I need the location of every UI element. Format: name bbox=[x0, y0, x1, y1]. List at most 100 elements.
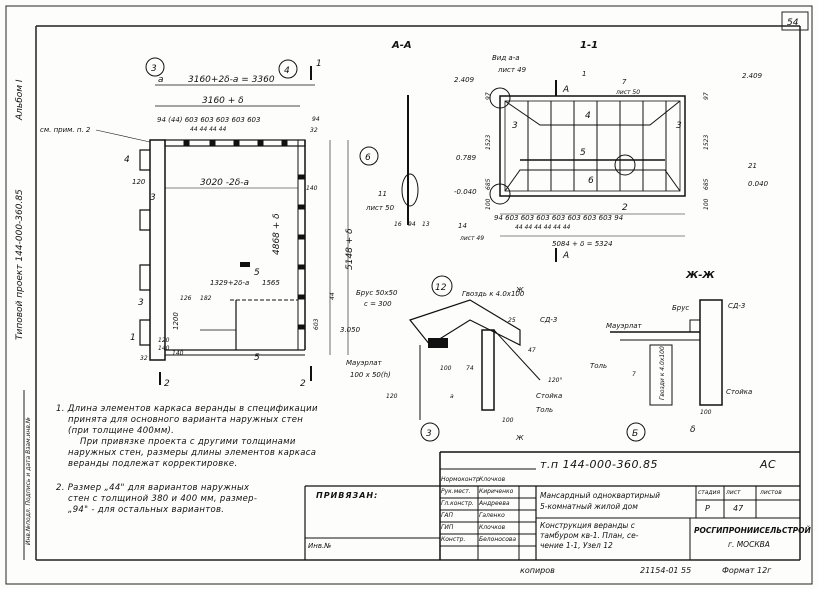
node-120: 120 bbox=[386, 393, 398, 400]
note-1: 1. Длина элементов каркаса веранды в спе… bbox=[56, 404, 318, 469]
plan-axis-6: 6 bbox=[365, 153, 371, 163]
ref-note: см. прим. п. 2 bbox=[40, 126, 91, 134]
row-dims: 94 603 603 603 603 603 603 603 94 bbox=[494, 214, 623, 222]
tb-org2: г. МОСКВА bbox=[728, 540, 770, 549]
node-elev: 3.050 bbox=[340, 326, 361, 334]
tb-name-1: Кириченко bbox=[479, 488, 514, 495]
tb-list-h: лист bbox=[726, 489, 741, 496]
node-brus: Брус 50х50 bbox=[356, 289, 398, 297]
node-74: 74 bbox=[466, 365, 474, 372]
node-angle: 120° bbox=[548, 377, 562, 384]
node-stoika: Стойка bbox=[536, 392, 562, 400]
tb-list: 47 bbox=[733, 504, 744, 513]
vid-aa: Вид а-а bbox=[492, 54, 520, 62]
node-47: 47 bbox=[528, 347, 536, 354]
node-12: 12 Брус 50х50 с = 300 Гвоздь к 4.0х100 С… bbox=[340, 275, 562, 442]
aa-16: 16 bbox=[394, 221, 402, 228]
side-stamp: Инв.№подл. Подпись и дата Взам.инв.№ bbox=[25, 417, 32, 545]
zhzh-title: Ж-Ж bbox=[685, 270, 715, 281]
dim-120: 120 bbox=[132, 178, 146, 186]
row-sub: 44 44 44 44 44 44 bbox=[515, 224, 571, 231]
plan-mark-1: 1 bbox=[130, 333, 136, 343]
d685r: 685 bbox=[703, 178, 710, 190]
view-zhzh: Ж-Ж Брус СД-3 Мауэрлат Толь Гвозди к 4.0… bbox=[590, 270, 752, 442]
plan-mark-3: 3 bbox=[150, 193, 156, 203]
tb-stadia: Р bbox=[705, 504, 710, 513]
plan-axis-3: 3 bbox=[151, 64, 157, 74]
dim-126: 126 bbox=[180, 295, 192, 302]
n-3: 3 bbox=[512, 121, 518, 131]
section-title: 1-1 bbox=[580, 40, 598, 51]
dim-182: 182 bbox=[200, 295, 212, 302]
node-mauer-size: 100 x 50(h) bbox=[350, 371, 391, 379]
node-zh: Ж bbox=[515, 286, 524, 294]
dim-140c: 140 bbox=[158, 345, 170, 352]
copy-label: копиров bbox=[520, 566, 555, 575]
view-aa: А-А 11 лист 50 16 94 13 bbox=[365, 40, 430, 228]
tb-name-5: Белоносова bbox=[479, 536, 517, 543]
dim-a: а bbox=[158, 75, 164, 85]
tb-ac: АС bbox=[760, 458, 777, 471]
tb-role-0: Нормоконтр bbox=[441, 476, 480, 483]
n-1: 1 bbox=[582, 70, 586, 78]
n-6: 6 bbox=[588, 176, 594, 186]
tb-stadia-h: стадия bbox=[698, 489, 721, 496]
elev-0789: 0.789 bbox=[456, 154, 477, 162]
section-mark-5: 5 bbox=[254, 268, 260, 278]
tb-role-3: ГАП bbox=[441, 512, 453, 519]
tb-privyazan: ПРИВЯЗАН: bbox=[316, 491, 379, 500]
dim-120b: 120 bbox=[158, 337, 170, 344]
note-2: 2. Размер „44" для вариантов наружных ст… bbox=[56, 483, 258, 515]
node-12-label: 12 bbox=[435, 283, 447, 293]
tb-name-2: Андреева bbox=[479, 500, 510, 507]
aa-list50: лист 50 bbox=[365, 204, 395, 212]
tb-role-4: ГИП bbox=[441, 524, 454, 531]
tb-title2: Конструкция веранды с тамбуром кв-1. Пла… bbox=[540, 521, 639, 550]
elev-0040l: -0.040 bbox=[454, 188, 477, 196]
dim-1565: 1565 bbox=[262, 279, 280, 287]
dim-32b: 32 bbox=[140, 355, 148, 362]
node-25: 25 bbox=[508, 317, 516, 324]
n-2: 2 bbox=[622, 203, 628, 213]
tb-inv: Инв.№ bbox=[308, 542, 332, 550]
section-mark-1: 1 bbox=[316, 59, 322, 69]
order-label: 21154-01 55 bbox=[640, 566, 692, 575]
arrow-A: А bbox=[562, 85, 569, 95]
zz-100: 100 bbox=[700, 409, 712, 416]
zz-tol: Толь bbox=[590, 362, 607, 370]
format-label: Формат 12г bbox=[722, 566, 772, 575]
dim-sub: 44 44 44 44 bbox=[190, 126, 226, 133]
tb-listov-h: листов bbox=[760, 489, 782, 496]
plan-axis-4: 4 bbox=[284, 66, 290, 76]
list50-b: лист 50 bbox=[615, 89, 640, 96]
elev-2409l: 2.409 bbox=[454, 76, 475, 84]
tb-name-0: Клочков bbox=[479, 476, 506, 483]
zz-brus: Брус bbox=[672, 304, 689, 312]
project-label: Типовой проект 144-000-360.85 bbox=[15, 189, 25, 340]
aa-94: 94 bbox=[408, 221, 416, 228]
dim-top: 3160+2δ-a = 3360 bbox=[188, 75, 275, 85]
d1523r: 1523 bbox=[703, 135, 710, 150]
tb-role-2: Гл.констр. bbox=[441, 500, 474, 507]
section-mark-2: 2 bbox=[300, 379, 306, 389]
dim-inner: 3020 -2δ-a bbox=[200, 178, 249, 188]
d97l: 97 bbox=[485, 92, 492, 100]
dim-44-col: 44 bbox=[329, 292, 336, 300]
sheet-number: 54 bbox=[787, 18, 799, 28]
arrow-A2: А bbox=[562, 251, 569, 261]
dim-1329: 1329+2δ-a bbox=[210, 279, 249, 287]
tb-name-3: Галенко bbox=[479, 512, 505, 519]
aa-13: 13 bbox=[422, 221, 430, 228]
dim-row: 94 (44) 603 603 603 603 603 bbox=[157, 116, 260, 124]
plan-mark-3b: 3 bbox=[138, 298, 144, 308]
total-dim: 5084 + δ = 5324 bbox=[552, 240, 613, 248]
dim-140: 140 bbox=[306, 185, 318, 192]
zz-7: 7 bbox=[632, 371, 636, 378]
n-21: 21 bbox=[748, 162, 757, 170]
d97r: 97 bbox=[703, 92, 710, 100]
aa-11: 11 bbox=[378, 190, 387, 198]
dim-vert: 4868 + δ bbox=[272, 213, 282, 255]
d685: 685 bbox=[485, 178, 492, 190]
